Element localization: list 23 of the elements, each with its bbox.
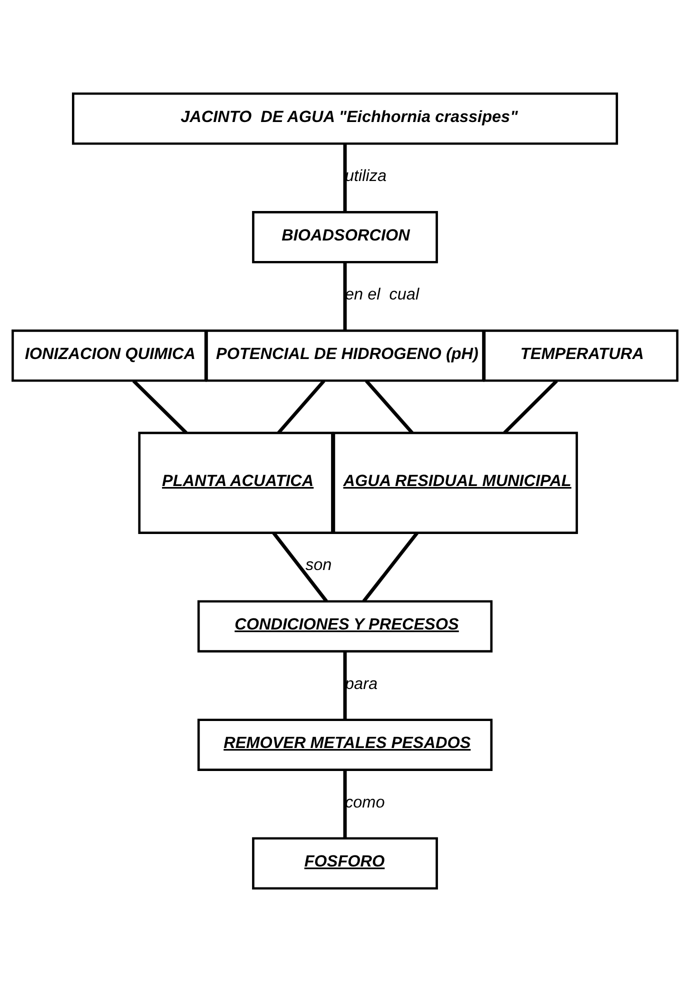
connector [503,379,558,434]
edge-label: son [305,556,332,574]
connector [272,531,328,602]
connector [343,651,347,720]
node-box: CONDICIONES Y PRECESOS [197,600,493,652]
node-box: FOSFORO [252,836,438,890]
connector [343,262,347,330]
edge-label: como [345,792,385,811]
node-box: AGUA RESIDUAL MUNICIPAL [332,431,578,534]
node-box: PLANTA ACUATICA [138,431,334,534]
connector [362,531,418,602]
node-box: TEMPERATURA [483,329,678,382]
connector [277,379,326,434]
connector [132,379,188,434]
connector [343,143,347,212]
node-box: POTENCIAL DE HIDROGENO (pH) [206,329,484,382]
edge-label: utiliza [345,166,387,185]
node-box: IONIZACION QUIMICA [12,329,207,382]
node-box: REMOVER METALES PESADOS [197,718,493,770]
node-box: BIOADSORCION [252,210,438,263]
connector [343,770,347,838]
connector [364,379,414,434]
node-box: JACINTO DE AGUA "Eichhornia crassipes" [72,92,618,144]
